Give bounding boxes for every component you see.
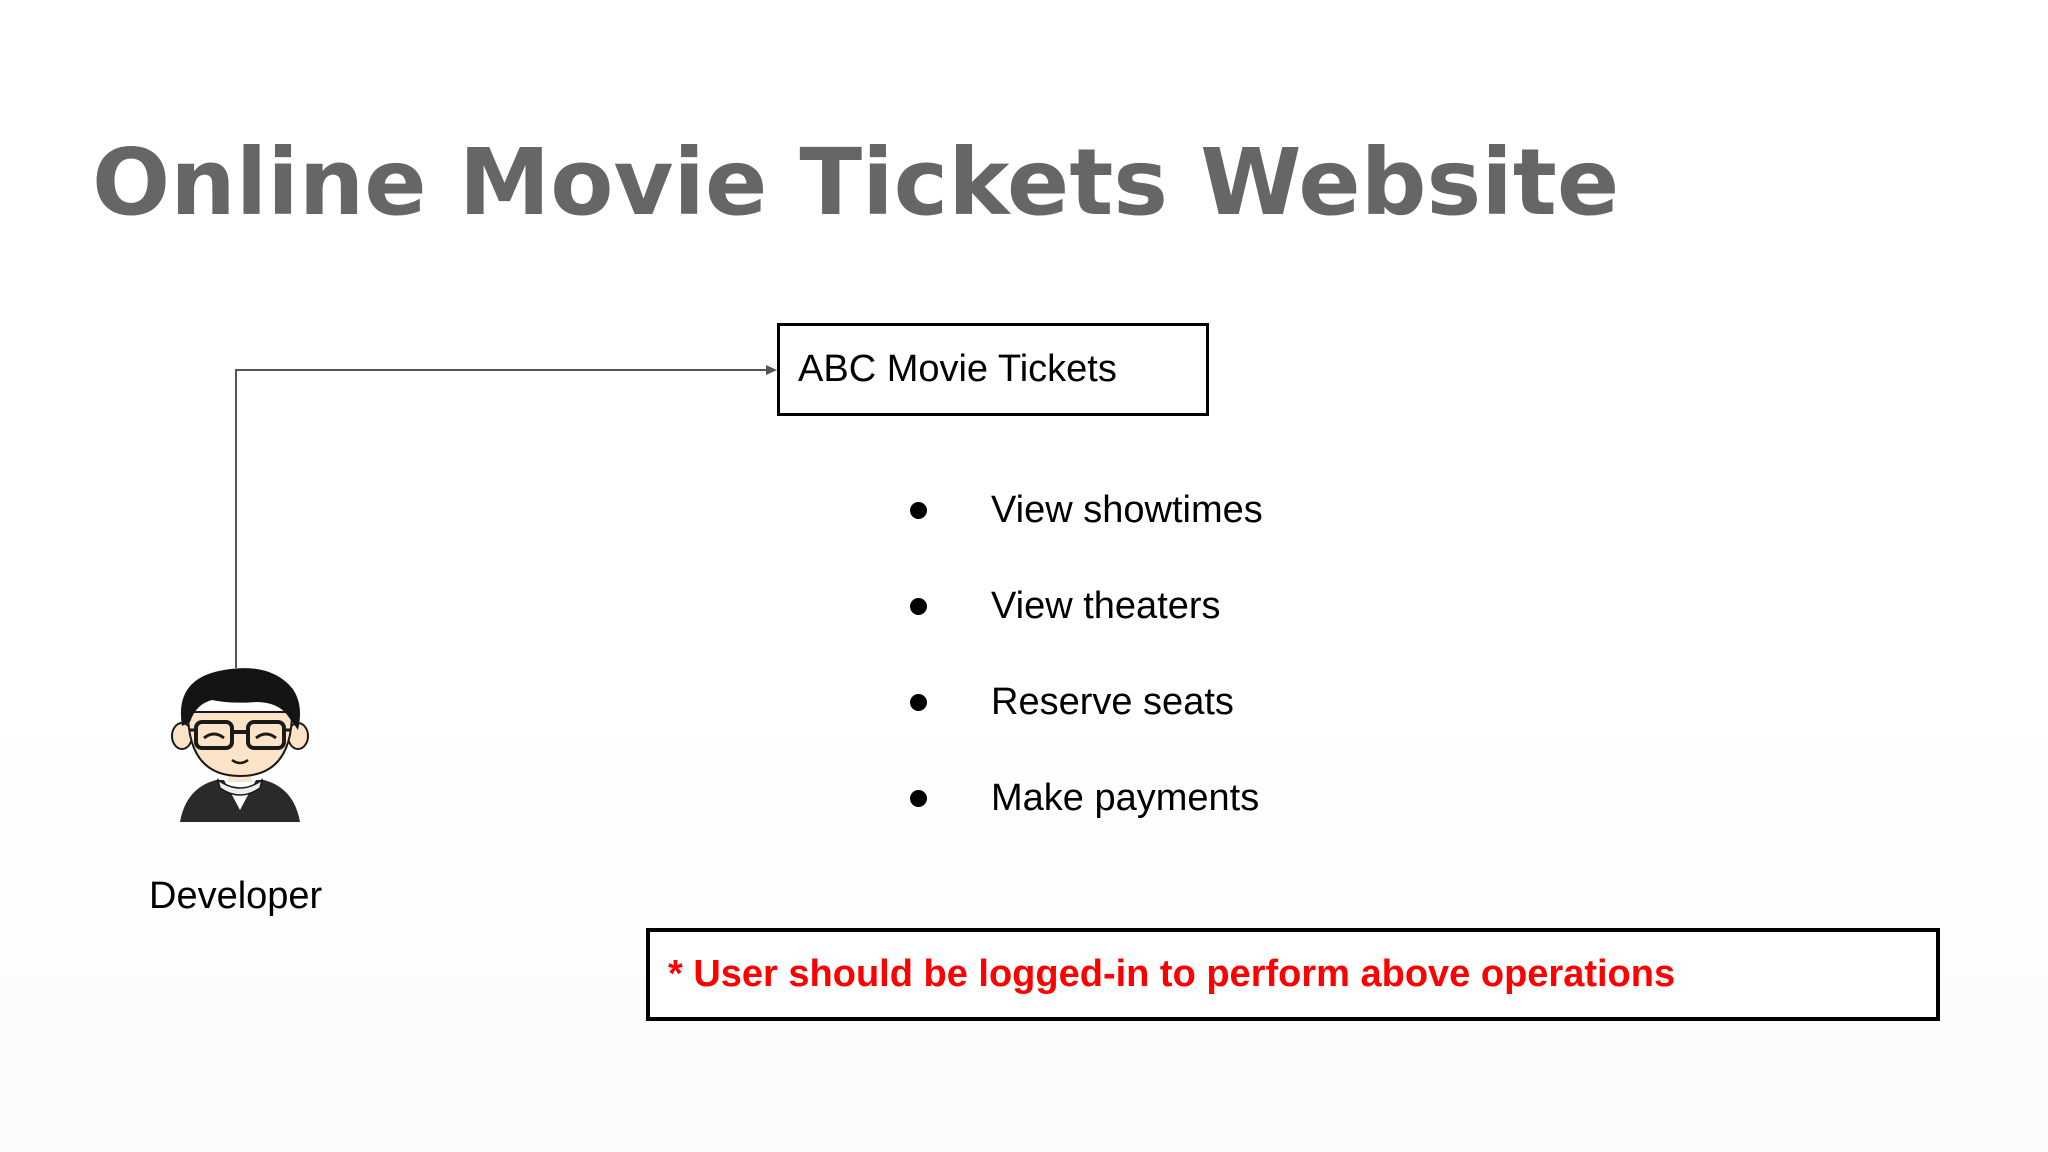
feature-label: Make payments — [991, 777, 1260, 819]
arrow-head — [766, 365, 777, 375]
feature-label: View theaters — [991, 585, 1221, 627]
bullet-icon — [910, 694, 927, 711]
login-note-box: * User should be logged-in to perform ab… — [646, 928, 1940, 1021]
login-note-text: * User should be logged-in to perform ab… — [668, 953, 1676, 995]
website-box-label: ABC Movie Tickets — [798, 348, 1117, 390]
connector-line — [235, 369, 770, 668]
feature-label: View showtimes — [991, 489, 1263, 531]
developer-avatar-icon — [171, 668, 309, 822]
bullet-icon — [910, 502, 927, 519]
website-box: ABC Movie Tickets — [777, 323, 1209, 416]
feature-label: Reserve seats — [991, 681, 1234, 723]
bullet-icon — [910, 790, 927, 807]
slide-title: Online Movie Tickets Website — [92, 129, 1620, 236]
developer-label: Developer — [149, 875, 323, 917]
bullet-icon — [910, 598, 927, 615]
